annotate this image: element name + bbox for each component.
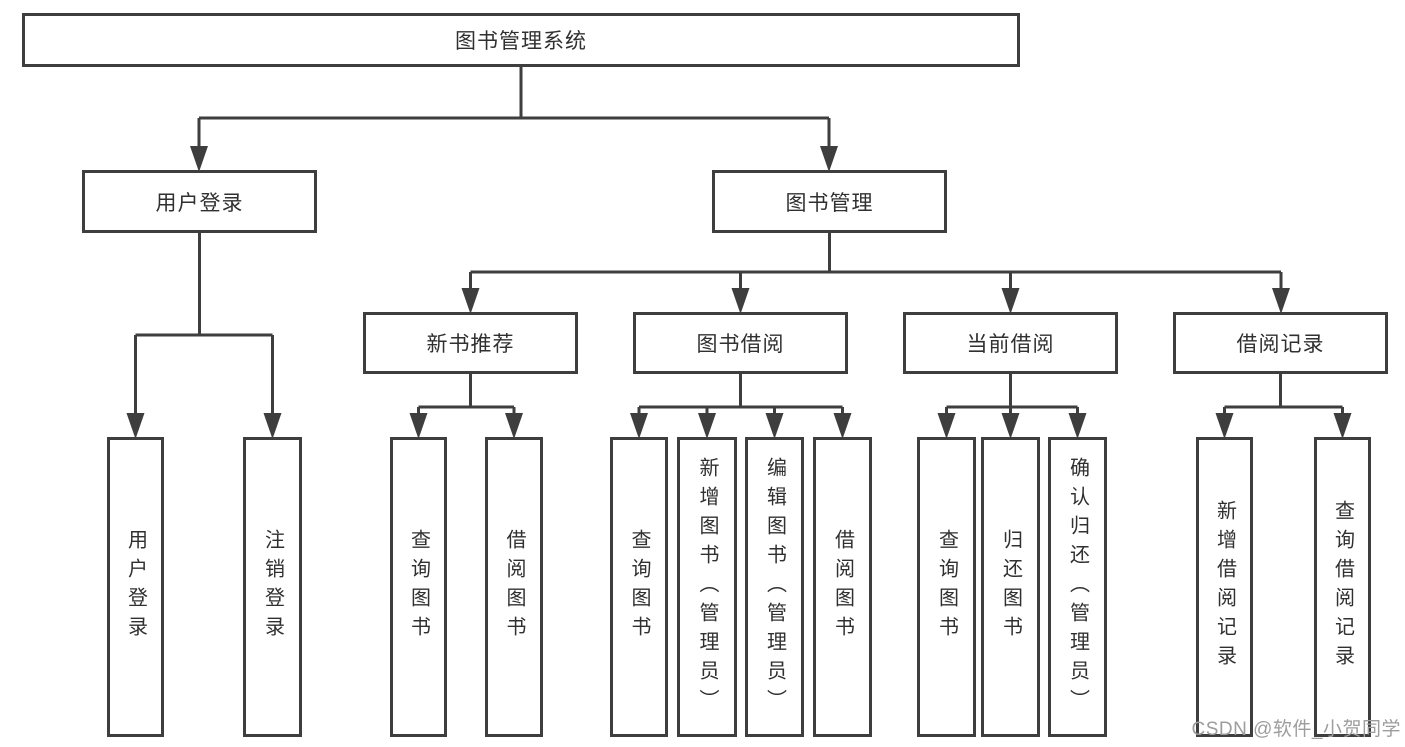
node-new-book-recommend: 新书推荐 — [363, 312, 578, 374]
leaf-borrow-books-label: 借阅图书 — [831, 529, 854, 645]
leaf-return-books: 归还图书 — [981, 437, 1040, 737]
leaf-borrow-books: 借阅图书 — [813, 437, 872, 737]
leaf-logout-label: 注销登录 — [261, 529, 284, 645]
leaf-query-books-current: 查询图书 — [917, 437, 976, 737]
leaf-query-borrow-record-label: 查询借阅记录 — [1331, 500, 1354, 674]
leaf-user-login-label: 用户登录 — [124, 529, 147, 645]
leaf-edit-book-admin-label: 编辑图书（管理员） — [763, 456, 786, 718]
node-user-login: 用户登录 — [82, 170, 317, 233]
node-book-management: 图书管理 — [712, 170, 947, 233]
leaf-query-borrow-record: 查询借阅记录 — [1314, 437, 1371, 737]
leaf-add-borrow-record: 新增借阅记录 — [1196, 437, 1253, 737]
node-book-borrowing: 图书借阅 — [633, 312, 848, 374]
leaf-add-borrow-record-label: 新增借阅记录 — [1213, 500, 1236, 674]
leaf-borrow-books-recommend: 借阅图书 — [485, 437, 543, 737]
leaf-logout: 注销登录 — [243, 437, 302, 737]
leaf-query-books-recommend-label: 查询图书 — [407, 529, 430, 645]
leaf-query-books-borrowing: 查询图书 — [610, 437, 668, 737]
leaf-user-login: 用户登录 — [107, 437, 164, 737]
leaf-confirm-return-admin-label: 确认归还（管理员） — [1066, 456, 1089, 718]
leaf-query-books-recommend: 查询图书 — [390, 437, 447, 737]
leaf-confirm-return-admin: 确认归还（管理员） — [1048, 437, 1107, 737]
node-borrowing-records: 借阅记录 — [1173, 312, 1388, 374]
leaf-return-books-label: 归还图书 — [999, 529, 1022, 645]
leaf-borrow-books-recommend-label: 借阅图书 — [503, 529, 525, 645]
watermark: CSDN @软件_小贺同学 — [1191, 719, 1401, 740]
node-library-management-system: 图书管理系统 — [22, 13, 1020, 67]
leaf-edit-book-admin: 编辑图书（管理员） — [745, 437, 804, 737]
leaf-query-books-borrowing-label: 查询图书 — [628, 529, 650, 645]
leaf-query-books-current-label: 查询图书 — [935, 529, 958, 645]
node-current-borrowing: 当前借阅 — [903, 312, 1118, 374]
leaf-add-book-admin: 新增图书（管理员） — [677, 437, 737, 737]
leaf-add-book-admin-label: 新增图书（管理员） — [696, 456, 718, 718]
